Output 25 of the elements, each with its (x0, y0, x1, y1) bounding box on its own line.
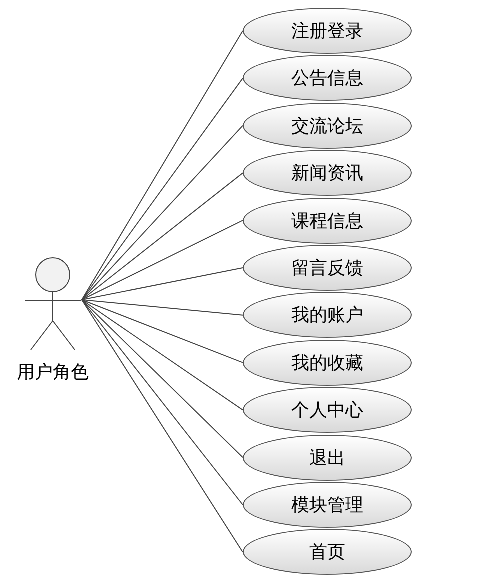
use-case-ellipse: 个人中心 (243, 387, 412, 434)
association-line (82, 300, 244, 506)
use-case-ellipse: 课程信息 (243, 198, 412, 244)
use-case-ellipse: 我的收藏 (243, 340, 412, 386)
association-line (82, 300, 244, 458)
association-line (82, 300, 244, 316)
use-case-ellipse: 留言反馈 (243, 245, 412, 291)
association-line (82, 220, 244, 300)
association-line (82, 300, 244, 364)
association-line (82, 268, 244, 300)
use-case-ellipse: 模块管理 (243, 482, 412, 528)
actor-label: 用户角色 (17, 363, 89, 381)
association-line (82, 78, 244, 300)
use-case-ellipse: 交流论坛 (243, 102, 412, 149)
use-case-ellipse: 我的账户 (243, 292, 412, 338)
use-case-ellipse: 公告信息 (243, 55, 412, 102)
use-case-ellipse: 新闻资讯 (243, 150, 412, 196)
use-case-ellipse: 首页 (243, 529, 412, 576)
use-case-ellipse: 退出 (243, 434, 412, 481)
association-line (82, 172, 244, 300)
association-line (82, 125, 244, 300)
association-line (82, 300, 244, 553)
association-line (82, 300, 244, 411)
association-line (82, 30, 244, 300)
use-case-ellipse: 注册登录 (243, 8, 412, 54)
